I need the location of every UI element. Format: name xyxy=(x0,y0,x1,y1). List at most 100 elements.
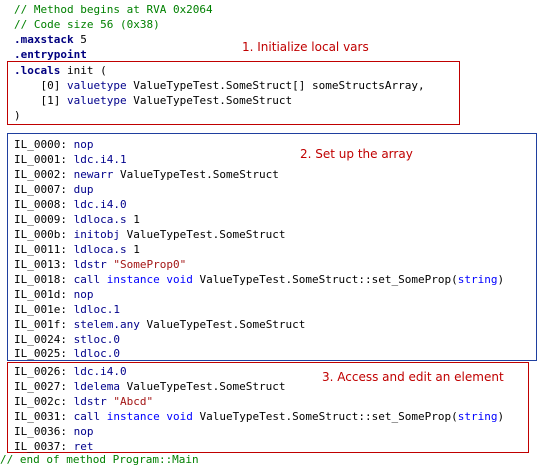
string-keyword: string xyxy=(457,410,498,423)
il-label: IL_002c: xyxy=(14,395,74,408)
locals-close-paren: ) xyxy=(14,109,21,122)
il-opcode: initobj xyxy=(73,228,120,241)
il-line: IL_0018: call instance void ValueTypeTes… xyxy=(14,272,504,287)
il-label: IL_0031: xyxy=(14,410,74,423)
il-label: IL_0011: xyxy=(14,243,74,256)
il-close-paren: ) xyxy=(497,410,505,423)
il-operand: ValueTypeTest.SomeStruct xyxy=(119,380,286,393)
il-line: IL_0036: nop xyxy=(14,424,93,439)
instance-keyword: instance xyxy=(100,410,160,423)
void-keyword: void xyxy=(159,410,193,423)
il-label: IL_0008: xyxy=(14,198,74,211)
il-label: IL_0027: xyxy=(14,380,74,393)
il-opcode: nop xyxy=(73,138,94,151)
local-index: [0] xyxy=(14,79,67,92)
il-opcode: ret xyxy=(73,440,94,453)
il-operand: 1 xyxy=(126,213,140,226)
access-edit-highlight-box xyxy=(7,362,529,453)
il-opcode: ldc.i4.1 xyxy=(73,153,127,166)
locals-highlight-box xyxy=(7,61,460,125)
il-label: IL_0037: xyxy=(14,440,74,453)
il-line: IL_0011: ldloca.s 1 xyxy=(14,242,140,257)
il-label: IL_0013: xyxy=(14,258,74,271)
il-operand: ValueTypeTest.SomeStruct xyxy=(139,318,306,331)
il-label: IL_001f: xyxy=(14,318,74,331)
il-line: IL_001e: ldloc.1 xyxy=(14,302,120,317)
il-opcode: stelem xyxy=(73,318,114,331)
il-label: IL_0024: xyxy=(14,333,74,346)
il-line: IL_0002: newarr ValueTypeTest.SomeStruct xyxy=(14,167,279,182)
il-line: IL_0007: dup xyxy=(14,182,93,197)
local-type: ValueTypeTest.SomeStruct[] someStructsAr… xyxy=(126,79,425,92)
il-line: IL_001f: stelem.any ValueTypeTest.SomeSt… xyxy=(14,317,305,332)
il-label: IL_0025: xyxy=(14,347,74,360)
il-close-paren: ) xyxy=(497,273,505,286)
il-line: IL_001d: nop xyxy=(14,287,93,302)
il-operand: ValueTypeTest.SomeStruct xyxy=(113,168,279,181)
il-line: IL_0025: ldloc.0 xyxy=(14,346,120,361)
locals-declaration: .locals init ( xyxy=(14,63,107,78)
il-method-ref: ValueTypeTest.SomeStruct::set_SomeProp( xyxy=(192,273,458,286)
valuetype-keyword: valuetype xyxy=(66,79,127,92)
il-opcode: nop xyxy=(73,425,94,438)
il-string-literal: "Abcd" xyxy=(106,395,154,408)
il-line: IL_0026: ldc.i4.0 xyxy=(14,364,127,379)
il-line: IL_0024: stloc.0 xyxy=(14,332,120,347)
locals-keyword: .locals xyxy=(14,64,61,77)
il-opcode: ldloca.s xyxy=(73,243,127,256)
il-line: IL_0031: call instance void ValueTypeTes… xyxy=(14,409,504,424)
il-label: IL_0002: xyxy=(14,168,74,181)
instance-keyword: instance xyxy=(100,273,160,286)
il-line: IL_002c: ldstr "Abcd" xyxy=(14,394,153,409)
entrypoint-directive: .entrypoint xyxy=(14,48,87,61)
void-keyword: void xyxy=(159,273,193,286)
local-var-0: [0] valuetype ValueTypeTest.SomeStruct[]… xyxy=(14,78,425,93)
il-label: IL_0036: xyxy=(14,425,74,438)
il-line: IL_0013: ldstr "SomeProp0" xyxy=(14,257,186,272)
il-line: IL_0008: ldc.i4.0 xyxy=(14,197,127,212)
il-operand: 1 xyxy=(126,243,140,256)
il-label: IL_0007: xyxy=(14,183,74,196)
il-string-literal: "SomeProp0" xyxy=(106,258,187,271)
il-line: IL_0027: ldelema ValueTypeTest.SomeStruc… xyxy=(14,379,286,394)
il-opcode: ldstr xyxy=(73,258,107,271)
maxstack-directive: .maxstack 5 xyxy=(14,32,87,47)
il-opcode: newarr xyxy=(73,168,114,181)
local-type: ValueTypeTest.SomeStruct xyxy=(126,94,293,107)
comment-end-of-method: // end of method Program::Main xyxy=(0,453,199,466)
il-opcode: ldc.i4.0 xyxy=(73,198,127,211)
annotation-set-up-array: 2. Set up the array xyxy=(300,147,413,161)
il-label: IL_001d: xyxy=(14,288,74,301)
any-keyword: .any xyxy=(113,318,140,331)
il-label: IL_0026: xyxy=(14,365,74,378)
locals-init: init ( xyxy=(60,64,107,77)
il-label: IL_0000: xyxy=(14,138,74,151)
il-label: IL_0018: xyxy=(14,273,74,286)
il-opcode: stloc.0 xyxy=(73,333,120,346)
il-line: IL_0009: ldloca.s 1 xyxy=(14,212,140,227)
il-label: IL_0001: xyxy=(14,153,74,166)
local-index: [1] xyxy=(14,94,67,107)
il-label: IL_0009: xyxy=(14,213,74,226)
comment-rva: // Method begins at RVA 0x2064 xyxy=(14,3,213,16)
il-label: IL_001e: xyxy=(14,303,74,316)
il-opcode: call xyxy=(73,410,101,423)
il-opcode: ldstr xyxy=(73,395,107,408)
maxstack-value: 5 xyxy=(73,33,87,46)
il-opcode: ldloc.1 xyxy=(73,303,120,316)
local-var-1: [1] valuetype ValueTypeTest.SomeStruct xyxy=(14,93,292,108)
il-opcode: ldloc.0 xyxy=(73,347,120,360)
annotation-access-edit: 3. Access and edit an element xyxy=(322,370,504,384)
il-line: IL_0000: nop xyxy=(14,137,93,152)
il-opcode: ldloca.s xyxy=(73,213,127,226)
il-operand: ValueTypeTest.SomeStruct xyxy=(119,228,286,241)
il-line: IL_0037: ret xyxy=(14,439,93,454)
maxstack-keyword: .maxstack xyxy=(14,33,74,46)
il-opcode: ldc.i4.0 xyxy=(73,365,127,378)
il-opcode: ldelema xyxy=(73,380,120,393)
array-setup-highlight-box xyxy=(7,133,537,361)
valuetype-keyword: valuetype xyxy=(66,94,127,107)
il-opcode: call xyxy=(73,273,101,286)
il-opcode: dup xyxy=(73,183,94,196)
il-label: IL_000b: xyxy=(14,228,74,241)
